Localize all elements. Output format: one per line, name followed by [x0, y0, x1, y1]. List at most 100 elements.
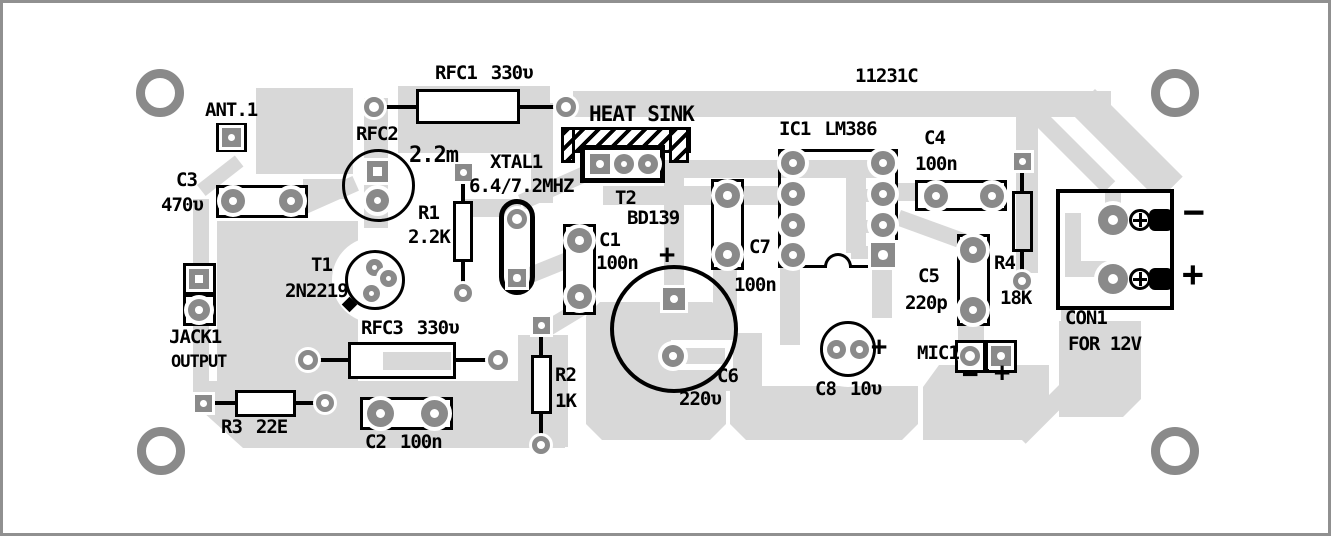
trace — [1065, 261, 1107, 277]
component-lead — [461, 260, 465, 286]
solder-pad — [533, 317, 550, 334]
label-jack1: JACK1 — [169, 326, 222, 348]
label-c6: C6 — [717, 365, 739, 387]
solder-pad — [1098, 205, 1128, 235]
screw-terminal-icon — [1129, 209, 1151, 231]
solder-pad — [871, 182, 895, 206]
label-mic1: MIC1 — [917, 342, 960, 364]
label-t1: T1 — [311, 254, 333, 276]
mounting-hole — [137, 427, 185, 475]
label-c5: C5 — [918, 265, 940, 287]
mounting-hole — [136, 69, 184, 117]
label-c3-value: 470υ — [161, 194, 204, 216]
label-r2-value: 1K — [555, 390, 577, 412]
solder-pad — [221, 189, 245, 213]
label-c4: C4 — [924, 127, 946, 149]
component-lead — [461, 179, 465, 203]
label-r1: R1 — [418, 202, 440, 224]
label-con1-value: FOR 12V — [1068, 333, 1142, 355]
label-t2: T2 — [615, 187, 637, 209]
label-xtal1: XTAL1 — [490, 151, 543, 173]
solder-pad — [532, 436, 550, 454]
solder-pad — [638, 154, 658, 174]
label-t1-value: 2N2219 — [285, 280, 349, 302]
solder-pad — [960, 346, 980, 366]
rfc1-body — [416, 89, 520, 124]
c8-body — [820, 321, 876, 377]
solder-pad — [567, 228, 592, 253]
solder-pad — [1013, 272, 1031, 290]
ant1-pad-outline — [216, 123, 247, 152]
solder-pad — [781, 213, 805, 237]
mounting-hole — [1151, 427, 1199, 475]
solder-pad — [316, 394, 334, 412]
solder-pad — [980, 184, 1004, 208]
solder-pad — [781, 182, 805, 206]
solder-pad — [850, 340, 869, 359]
label-heatsink: HEAT SINK — [589, 102, 695, 126]
xtal1-body — [499, 199, 535, 295]
solder-pad — [1014, 153, 1031, 170]
label-con1-plus: + — [1182, 254, 1204, 295]
solder-pad-pin1 — [871, 243, 895, 267]
trace — [531, 103, 553, 203]
trace — [664, 177, 684, 289]
trace — [780, 265, 800, 345]
label-c1-value: 100n — [596, 252, 639, 274]
solder-pad — [924, 184, 948, 208]
label-r4-value: 18K — [1000, 287, 1032, 309]
solder-pad — [715, 242, 740, 267]
label-ant1: ANT.1 — [205, 99, 258, 121]
terminal-tab — [1149, 268, 1173, 290]
label-r4: R4 — [994, 252, 1016, 274]
solder-pad — [1098, 264, 1128, 294]
label-r1-value: 2.2K — [408, 226, 451, 248]
solder-pad — [781, 151, 805, 175]
solder-pad — [827, 340, 846, 359]
component-lead — [209, 401, 237, 405]
solder-pad — [567, 284, 592, 309]
label-r2: R2 — [555, 364, 577, 386]
solder-pad — [380, 270, 397, 287]
component-lead — [1020, 169, 1024, 193]
screw-terminal-icon — [1129, 268, 1151, 290]
component-lead — [520, 105, 560, 109]
solder-pad — [508, 269, 526, 287]
label-jack1-value: OUTPUT — [171, 352, 227, 372]
solder-pad — [367, 161, 388, 182]
label-c8-polarity: + — [871, 331, 888, 362]
label-c7-value: 100n — [734, 274, 777, 296]
label-xtal1-value: 6.4/7.2MHZ — [469, 175, 574, 197]
label-c3: C3 — [176, 169, 198, 191]
component-lead — [1020, 250, 1024, 274]
r2-body — [531, 355, 552, 414]
solder-pad — [366, 259, 383, 276]
component-lead — [539, 412, 543, 438]
solder-pad — [488, 350, 508, 370]
solder-pad — [960, 237, 986, 263]
label-c6-polarity: + — [659, 239, 676, 270]
component-lead — [315, 358, 351, 362]
solder-pad — [871, 213, 895, 237]
component-lead — [294, 401, 320, 405]
label-c5-value: 220p — [905, 292, 948, 314]
label-c4-value: 100n — [915, 153, 958, 175]
trace — [303, 179, 345, 199]
mounting-hole — [1151, 69, 1199, 117]
solder-pad — [454, 284, 472, 302]
solder-pad — [367, 400, 394, 427]
r4-body — [1012, 191, 1033, 252]
solder-pad — [590, 154, 610, 174]
solder-pad — [663, 288, 685, 310]
solder-pad — [662, 345, 684, 367]
r1-body — [453, 201, 473, 262]
trace — [872, 263, 892, 318]
solder-pad — [991, 346, 1011, 366]
label-rfc2: RFC2 — [356, 123, 399, 145]
trace — [383, 352, 451, 370]
